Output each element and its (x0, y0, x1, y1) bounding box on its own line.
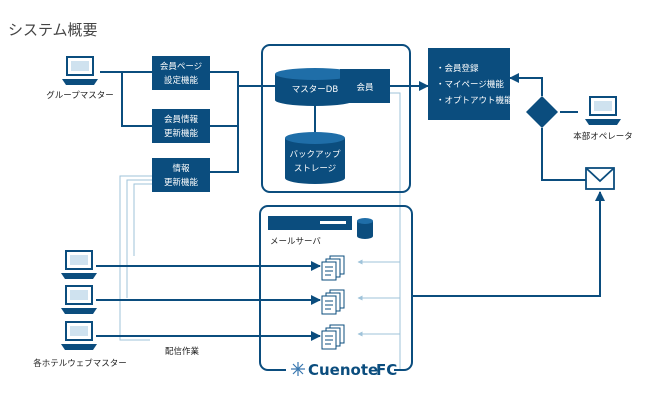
thin-connectors (119, 92, 401, 370)
computer-icon (61, 250, 97, 279)
asterisk-icon (291, 362, 305, 376)
computer-icon (585, 96, 621, 125)
hotel-computer (61, 250, 97, 279)
backup-storage-cylinder: バックアップ ストレージ (285, 132, 345, 184)
info-update-box: 情報 更新機能 (152, 158, 210, 192)
computer-icon (61, 321, 97, 350)
honbu-operator-computer: 本部オペレータ (573, 96, 633, 142)
junction-diamond (526, 96, 558, 128)
document-stack-icon (321, 289, 345, 315)
document-stack-icon (321, 324, 345, 350)
mail-server-label: メールサーバ (270, 237, 321, 247)
backup-line1: バックアップ (289, 150, 341, 160)
hotel-computer (61, 321, 97, 350)
mail-server: メールサーバ (268, 216, 373, 247)
computer-icon (61, 285, 97, 314)
page-title: システム概要 (8, 21, 98, 39)
haishin-label: 配信作業 (165, 346, 200, 357)
feature-item: ・マイページ機能 (436, 79, 504, 90)
info-update-line2: 更新機能 (164, 177, 199, 188)
info-update-line1: 情報 (172, 163, 190, 174)
hotel-master-label: 各ホテルウェブマスター (33, 358, 127, 369)
master-db-label: マスターDB (292, 85, 339, 95)
cuenote-logo: Cuenote FC (291, 361, 397, 379)
feature-item: ・オプトアウト機能 (436, 95, 513, 106)
member-page-line1: 会員ページ (160, 61, 202, 72)
honbu-operator-label: 本部オペレータ (573, 131, 633, 142)
member-info-box: 会員情報 更新機能 (152, 109, 210, 143)
backup-line2: ストレージ (294, 164, 336, 174)
member-page-box: 会員ページ 設定機能 (152, 56, 210, 90)
member-label: 会員 (356, 82, 374, 93)
group-master-label: グループマスター (46, 90, 114, 101)
master-db-cylinder: マスターDB (275, 68, 355, 106)
member-info-line1: 会員情報 (164, 114, 199, 125)
feature-item: ・会員登録 (436, 63, 479, 74)
member-page-line2: 設定機能 (164, 75, 199, 86)
member-box: 会員 (340, 69, 390, 103)
group-master-computer: グループマスター (46, 56, 114, 101)
features-box: ・会員登録 ・マイページ機能 ・オプトアウト機能 (428, 48, 513, 120)
member-info-line2: 更新機能 (164, 128, 199, 139)
envelope-icon (585, 167, 615, 190)
hotel-computer (61, 285, 97, 314)
logo-text: Cuenote (308, 361, 378, 379)
computer-icon (62, 56, 98, 85)
document-stack-icon (321, 255, 345, 281)
logo-suffix: FC (376, 361, 397, 379)
mail-server-db-icon (357, 218, 373, 239)
cuenote-fc-frame: メールサーバ Cuenote FC (259, 205, 413, 379)
database-frame: マスターDB 会員 バックアップ ストレージ (261, 44, 411, 193)
